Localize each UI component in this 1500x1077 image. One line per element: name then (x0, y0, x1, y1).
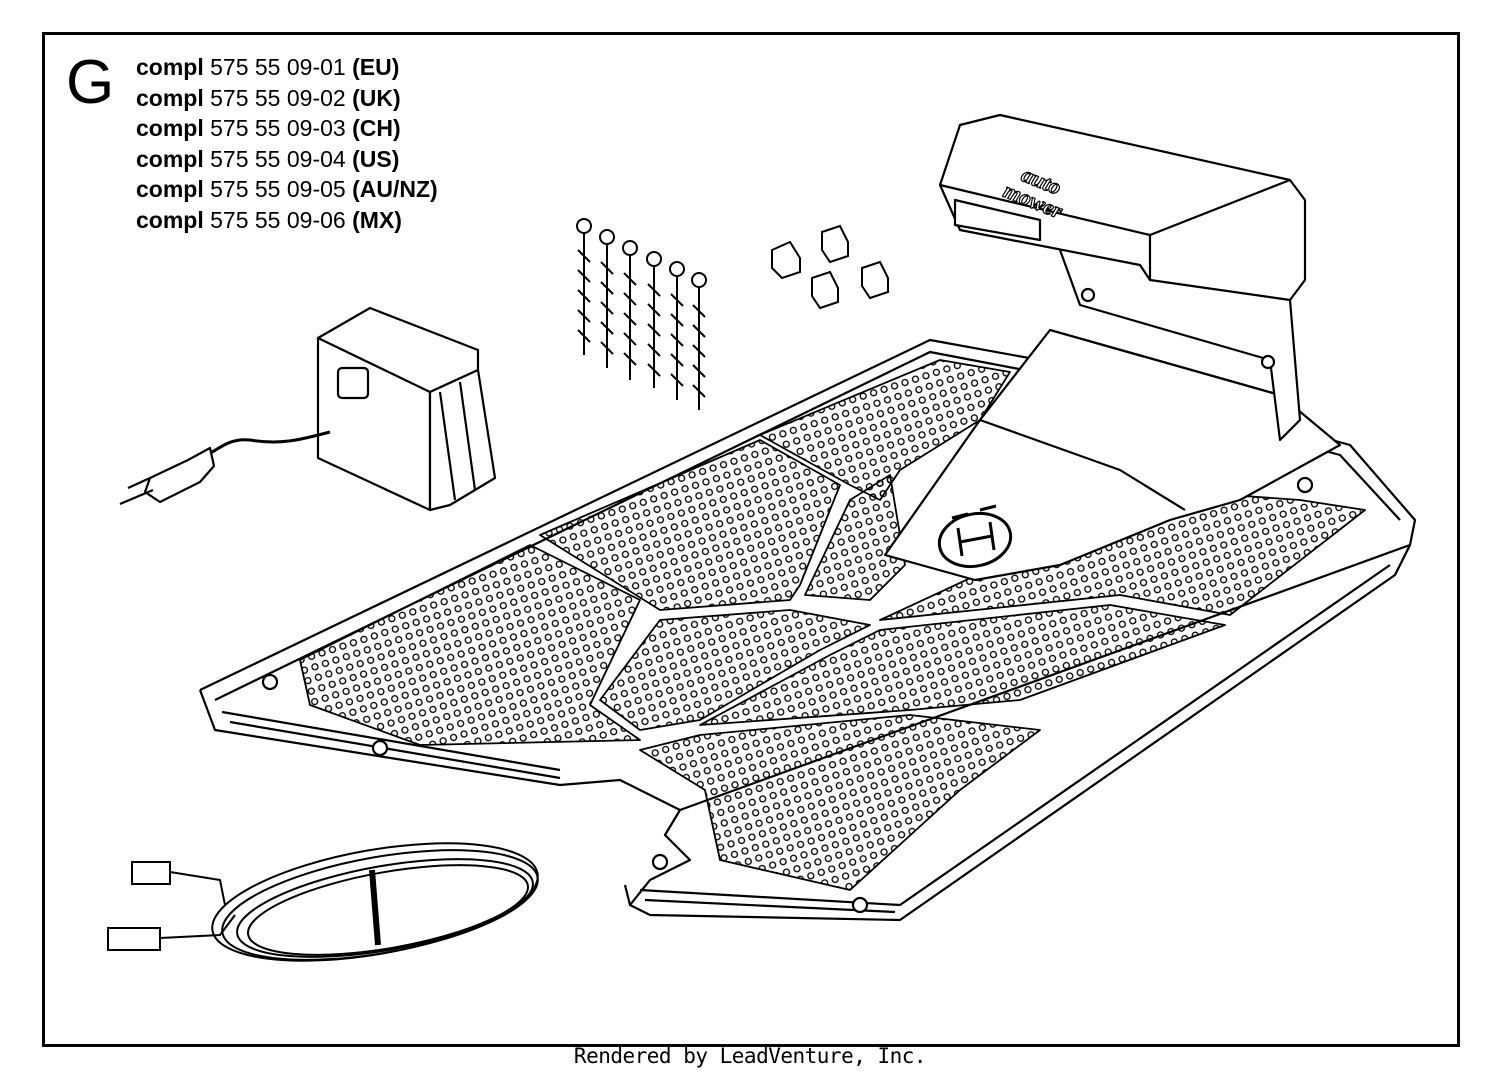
station-bolt (1260, 354, 1276, 370)
part-prefix: compl (136, 206, 204, 233)
peg (622, 240, 638, 380)
connector-set (771, 224, 889, 310)
part-prefix: compl (136, 176, 204, 203)
part-region: (MX) (352, 206, 402, 233)
part-number: 575 55 09-02 (210, 84, 346, 111)
connector (811, 270, 839, 310)
group-letter: G (66, 48, 115, 117)
part-number: 575 55 09-03 (210, 115, 346, 142)
screw-hole (651, 853, 669, 871)
part-entry: compl 575 55 09-01 (EU) (136, 52, 438, 83)
screw-hole (1296, 476, 1314, 494)
diagram-frame (42, 32, 1460, 1047)
peg (576, 218, 592, 355)
part-number-list: compl 575 55 09-01 (EU) compl 575 55 09-… (136, 52, 438, 236)
grip-panel (804, 474, 906, 601)
husqvarna-logo-icon (937, 504, 1013, 569)
part-prefix: compl (136, 145, 204, 172)
connector (771, 240, 801, 280)
station-hood-edge (939, 178, 1291, 280)
peg (599, 229, 615, 368)
connector (861, 260, 889, 300)
part-entry: compl 575 55 09-02 (UK) (136, 83, 438, 114)
part-number: 575 55 09-06 (210, 206, 346, 233)
part-number: 575 55 09-05 (210, 176, 346, 203)
grip-panel (759, 359, 1011, 501)
peg (669, 261, 685, 400)
transformer-socket (336, 366, 370, 400)
station-contact-plate (953, 198, 1042, 242)
screw-hole (851, 896, 869, 914)
power-plug-icon (143, 446, 216, 504)
part-entry: compl 575 55 09-06 (MX) (136, 205, 438, 236)
part-prefix: compl (136, 115, 204, 142)
part-entry: compl 575 55 09-04 (US) (136, 144, 438, 175)
cable-connector (131, 861, 171, 885)
peg (646, 251, 662, 388)
part-region: (CH) (352, 115, 401, 142)
cable-connector (107, 927, 161, 951)
transformer-ribs (438, 381, 477, 501)
part-region: (EU) (352, 54, 400, 80)
power-supply (119, 306, 497, 512)
power-plug-pins (119, 476, 154, 506)
part-entry: compl 575 55 09-05 (AU/NZ) (136, 174, 438, 205)
power-cord (205, 430, 331, 458)
grip-panel (699, 604, 1226, 726)
grip-panel (539, 439, 841, 611)
part-region: (US) (352, 145, 400, 172)
station-hood (938, 113, 1307, 302)
footer-credit: Rendered by LeadVenture, Inc. (573, 1044, 927, 1068)
station-bolt (1080, 287, 1096, 303)
part-prefix: compl (136, 54, 204, 80)
peg-set (576, 218, 707, 410)
grip-panel (299, 544, 641, 746)
grip-panel (599, 609, 871, 731)
screw-hole (261, 673, 279, 691)
transformer-side (428, 368, 497, 512)
part-number: 575 55 09-04 (210, 145, 346, 172)
part-region: (UK) (352, 84, 401, 111)
screw-hole (371, 739, 389, 757)
connector (821, 224, 849, 264)
part-number: 575 55 09-01 (210, 54, 346, 80)
part-region: (AU/NZ) (352, 176, 438, 203)
peg (691, 272, 707, 410)
station-ramp-face (979, 328, 1281, 511)
low-voltage-cable (107, 842, 539, 962)
part-prefix: compl (136, 84, 204, 111)
part-entry: compl 575 55 09-03 (CH) (136, 113, 438, 144)
charging-station: auto mower (883, 113, 1342, 582)
base-plate-rim-inner (229, 720, 896, 914)
grip-panel (639, 714, 1041, 891)
